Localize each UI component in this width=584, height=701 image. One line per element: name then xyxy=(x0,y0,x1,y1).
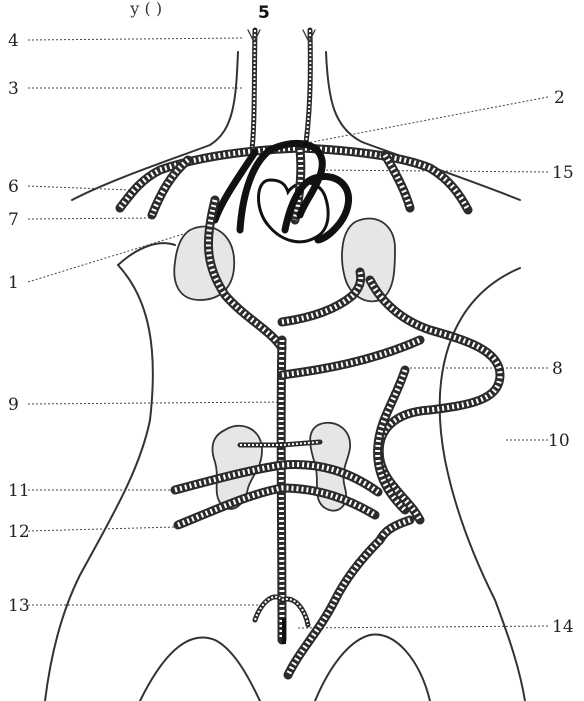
torso-left-line xyxy=(45,265,153,701)
lower-vessels xyxy=(255,540,380,675)
pelvis-right xyxy=(315,634,430,701)
label-3: 3 xyxy=(8,79,19,99)
leader-lines xyxy=(28,38,548,628)
leader-7 xyxy=(28,218,150,219)
leader-2 xyxy=(270,97,548,150)
label-10: 10 xyxy=(548,431,570,451)
label-12: 12 xyxy=(8,522,30,542)
label-15: 15 xyxy=(552,163,574,183)
caption-text: у ( ) xyxy=(130,0,162,18)
leader-9 xyxy=(28,402,278,404)
label-7: 7 xyxy=(8,210,19,230)
neck-vessels xyxy=(248,30,315,150)
pelvis-left xyxy=(140,638,260,701)
neck-right-line xyxy=(326,52,520,200)
label-13: 13 xyxy=(8,596,30,616)
leader-12 xyxy=(28,527,175,531)
leader-6 xyxy=(28,186,130,190)
leader-1 xyxy=(28,232,190,282)
label-1: 1 xyxy=(8,273,19,293)
label-8: 8 xyxy=(552,359,563,379)
label-2: 2 xyxy=(554,88,565,108)
label-11: 11 xyxy=(8,481,30,501)
label-5: 5 xyxy=(258,3,270,23)
leader-14 xyxy=(298,626,548,628)
heart xyxy=(215,143,349,241)
leader-4 xyxy=(28,38,242,40)
label-4: 4 xyxy=(8,31,19,51)
lung-right xyxy=(342,218,395,301)
label-14: 14 xyxy=(552,617,574,637)
label-6: 6 xyxy=(8,177,19,197)
vessel-end-marker xyxy=(282,618,286,644)
shoulder-left-line xyxy=(118,243,175,265)
right-loop xyxy=(370,280,500,540)
label-9: 9 xyxy=(8,395,19,415)
